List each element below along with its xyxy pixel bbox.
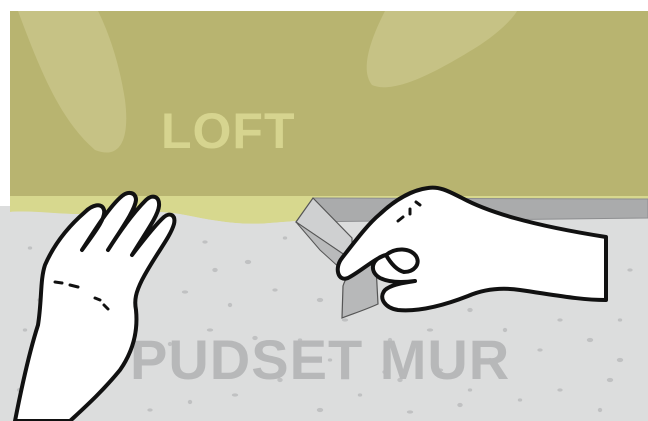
plaster-dot [245,260,251,264]
plaster-dot [617,358,623,362]
plaster-dot [232,393,238,396]
plaster-dot [358,393,362,396]
plaster-dot [202,240,207,243]
plaster-dot [182,290,188,293]
ceiling-label: LOFT [161,103,296,159]
plaster-dot [317,408,323,412]
plaster-dot [598,408,602,412]
plaster-dot [587,338,593,342]
plaster-dot [147,408,152,411]
plaster-dot [557,318,562,321]
wall-label: PUDSET MUR [130,328,510,391]
plaster-dot [317,298,323,302]
plaster-dot [28,246,32,249]
plaster-dot [188,400,192,404]
plaster-dot [518,398,522,401]
ceiling [10,11,648,216]
plaster-dot [467,308,472,312]
plaster-dot [457,403,462,407]
plaster-dot [228,303,232,307]
plaster-dot [272,288,277,291]
plaster-dot [212,268,217,272]
plaster-dot [618,318,622,321]
plaster-dot [283,236,287,239]
plaster-dot [407,410,413,413]
plaster-dot [342,318,348,321]
plaster-dot [627,268,632,271]
plaster-dot [557,388,562,391]
plaster-dot [537,348,542,351]
plaster-dot [607,378,613,382]
plaster-dot [23,328,27,331]
